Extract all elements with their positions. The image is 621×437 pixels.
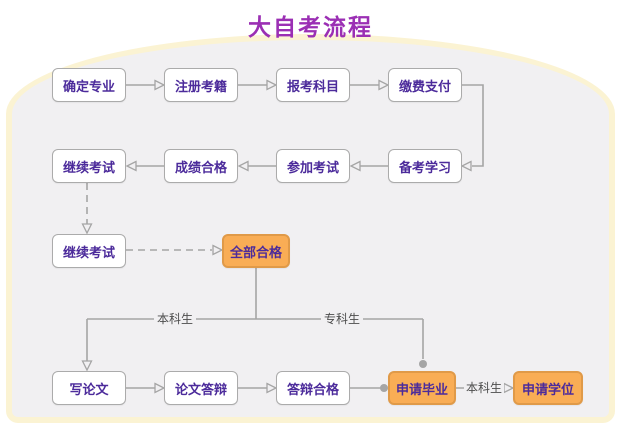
- flow-step-register-record: 注册考籍: [164, 68, 238, 102]
- flow-step-select-subjects: 报考科目: [276, 68, 350, 102]
- flow-step-confirm-major: 确定专业: [52, 68, 126, 102]
- flow-step-write-thesis: 写论文: [52, 371, 126, 405]
- flow-step-thesis-defense: 论文答辩: [164, 371, 238, 405]
- flow-step-take-exam: 参加考试: [276, 149, 350, 183]
- flow-step-pass-score: 成绩合格: [164, 149, 238, 183]
- branch-label-junior-college: 专科生: [320, 312, 364, 326]
- flow-step-apply-graduation: 申请毕业: [388, 371, 456, 405]
- branch-label-undergraduate: 本科生: [153, 312, 197, 326]
- flow-step-continue-exam-1: 继续考试: [52, 149, 126, 183]
- page-title: 大自考流程: [248, 14, 373, 40]
- flow-step-defense-passed: 答辩合格: [276, 371, 350, 405]
- degree-condition-label: 本科生: [463, 381, 505, 395]
- flow-step-prepare-study: 备考学习: [388, 149, 462, 183]
- flow-step-continue-exam-2: 继续考试: [52, 234, 126, 268]
- flow-step-pay-fees: 缴费支付: [388, 68, 462, 102]
- flow-step-all-passed: 全部合格: [222, 234, 290, 268]
- flow-step-apply-degree: 申请学位: [513, 371, 583, 405]
